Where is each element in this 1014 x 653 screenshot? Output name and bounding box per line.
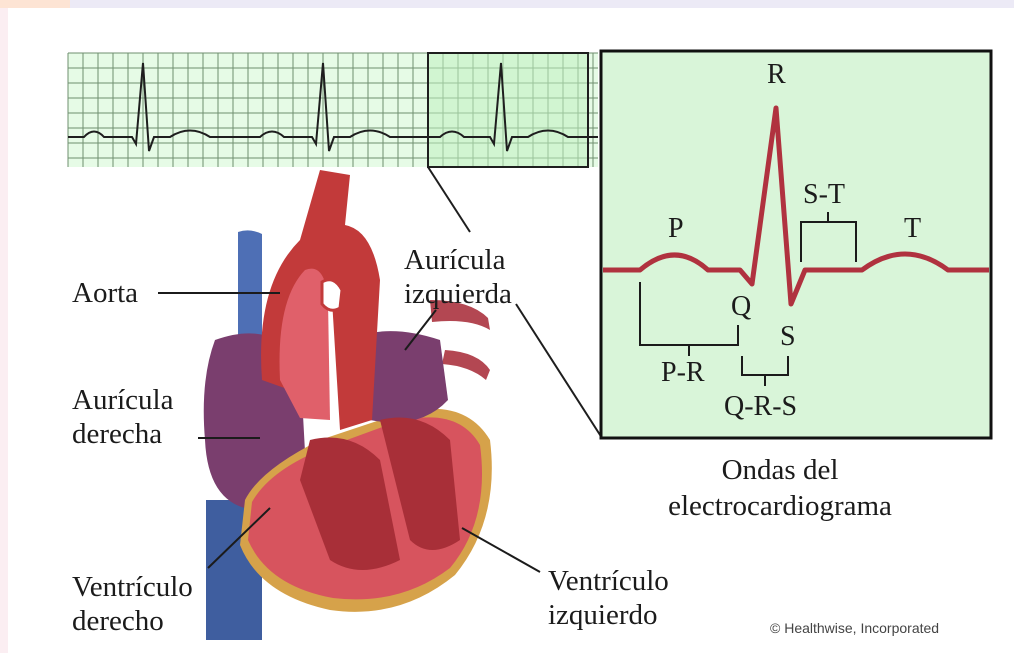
wave-label-t: T [904,214,921,244]
wave-label-qrs: Q-R-S [724,392,797,422]
copyright-credit: © Healthwise, Incorporated [770,620,939,636]
label-ventriculo-derecho-line2: derecho [72,604,272,638]
wave-label-pr: P-R [661,358,705,388]
ecg-waveform-panel [601,51,991,438]
zoom-connector-right [516,304,602,438]
label-auricula-derecha: Aurícula derecha [72,383,272,451]
wave-label-s: S [780,322,796,352]
label-ventriculo-izquierdo: Ventrículo izquierdo [548,564,748,632]
aortic-arch-opening [322,280,342,310]
label-auricula-derecha-line1: Aurícula [72,383,272,417]
label-ventriculo-derecho: Ventrículo derecho [72,570,272,638]
label-auricula-izquierda-line2: izquierda [404,277,604,311]
zoom-connector-left [428,167,470,232]
wave-label-p: P [668,214,684,244]
ventriculo-izquierdo-leader [462,528,540,572]
label-ventriculo-izquierdo-line1: Ventrículo [548,564,748,598]
label-auricula-izquierda-line1: Aurícula [404,243,604,277]
label-ventriculo-derecho-line1: Ventrículo [72,570,272,604]
caption-line1: Ondas del [640,452,920,488]
label-aorta: Aorta [72,276,138,310]
label-auricula-derecha-line2: derecha [72,417,272,451]
label-auricula-izquierda: Aurícula izquierda [404,243,604,311]
wave-label-r: R [767,60,786,90]
label-ventriculo-izquierdo-line2: izquierdo [548,598,748,632]
ecg-strip [68,53,598,167]
wave-label-st: S-T [803,180,845,210]
wave-label-q: Q [731,292,751,322]
caption-line2: electrocardiograma [640,488,920,524]
waveform-caption: Ondas del electrocardiograma [640,452,920,524]
waveform-panel-frame [601,51,991,438]
